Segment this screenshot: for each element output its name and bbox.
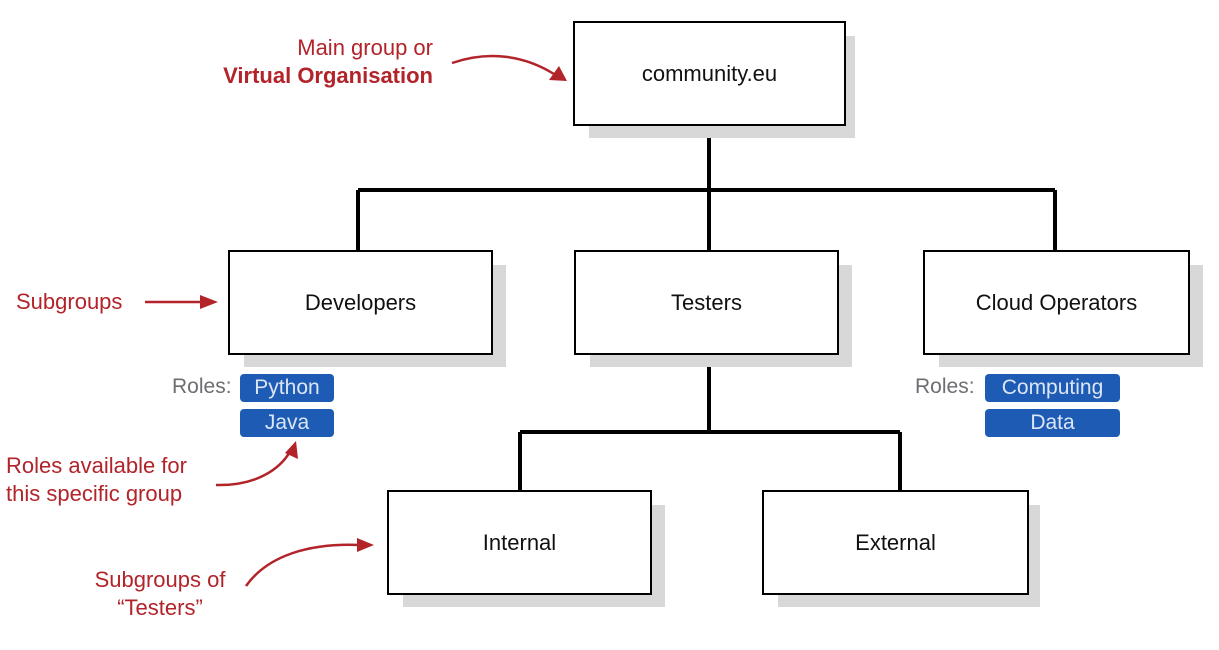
arrow-roles-available (215, 449, 293, 487)
cloud-operators-roles-label: Roles: (915, 375, 975, 398)
annotation-roles-available: Roles available for this specific group (6, 452, 187, 508)
arrowhead-subgroups-of-testers (357, 538, 374, 552)
arrow-main-group (451, 54, 555, 76)
role-pill-java: Java (240, 409, 334, 437)
annotation-subgroups-of-line1: Subgroups of (94, 567, 226, 592)
annotation-subgroups-of-testers: Subgroups of “Testers” (70, 566, 250, 622)
role-pill-computing: Computing (985, 374, 1120, 402)
developers-roles-label: Roles: (172, 375, 232, 398)
group-box-developers: Developers (228, 250, 493, 355)
group-box-testers: Testers (574, 250, 839, 355)
group-box-community-eu: community.eu (573, 21, 846, 126)
annotation-subgroups: Subgroups (16, 289, 123, 314)
arrowhead-subgroups (200, 295, 218, 309)
role-pill-python: Python (240, 374, 334, 402)
arrow-subgroups-of-testers (244, 543, 361, 587)
annotation-main-group-line1: Main group or (297, 35, 433, 60)
group-box-cloud-operators: Cloud Operators (923, 250, 1190, 355)
arrowhead-main-group (549, 66, 567, 81)
group-box-internal: Internal (387, 490, 652, 595)
annotation-roles-available-line1: Roles available for (6, 453, 187, 478)
annotation-subgroups-of-line2: “Testers” (117, 595, 203, 620)
group-box-external: External (762, 490, 1029, 595)
arrowhead-roles-available (285, 441, 298, 459)
annotation-main-group-line2: Virtual Organisation (223, 63, 433, 88)
annotation-main-group: Main group or Virtual Organisation (150, 34, 433, 90)
role-pill-data: Data (985, 409, 1120, 437)
annotation-roles-available-line2: this specific group (6, 481, 183, 506)
